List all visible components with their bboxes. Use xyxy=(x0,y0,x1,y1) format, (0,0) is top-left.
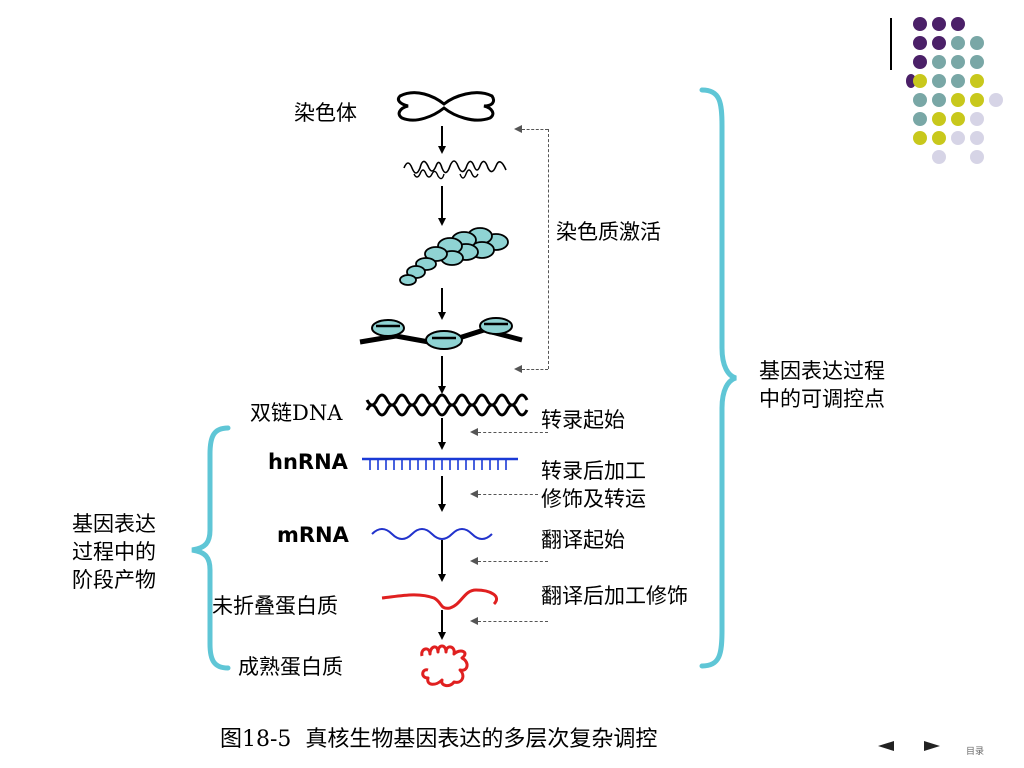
unfolded-protein-icon xyxy=(381,588,499,610)
dashed-connector xyxy=(522,369,548,370)
folded-protein-icon xyxy=(420,644,469,688)
mrna-strand-icon xyxy=(371,528,493,540)
menu-button-label: 目录 xyxy=(966,747,985,757)
pathway-arrow-shaft xyxy=(441,186,443,220)
dashed-arrow-head xyxy=(470,617,478,625)
dashed-arrow-head xyxy=(470,557,478,565)
menu-button[interactable]: 目录 xyxy=(966,739,996,757)
chromosome-icon xyxy=(396,91,496,122)
post-transcription-label-2: 修饰及转运 xyxy=(541,487,646,511)
prev-arrow-icon xyxy=(878,741,894,751)
pathway-arrow-shaft xyxy=(441,418,443,444)
dashed-connector xyxy=(478,494,538,495)
mrna-label: mRNA xyxy=(277,523,349,547)
translation-init-label: 翻译起始 xyxy=(541,528,625,552)
chromosome-label: 染色体 xyxy=(294,101,357,125)
chromatin-activation-label: 染色质激活 xyxy=(556,220,661,244)
pathway-arrow-head xyxy=(438,218,446,226)
pathway-arrow-head xyxy=(438,442,446,450)
chromatin-fiber-icon xyxy=(403,160,507,180)
pathway-arrow-head xyxy=(438,632,446,640)
hnrna-label: hnRNA xyxy=(268,450,348,474)
pathway-arrow-head xyxy=(438,146,446,154)
pathway-arrow-shaft xyxy=(441,610,443,634)
next-arrow-icon xyxy=(924,741,940,751)
dashed-vertical-connector xyxy=(548,129,549,369)
dashed-arrow-head xyxy=(514,125,522,133)
stage-products-label-2: 过程中的 xyxy=(72,540,156,564)
dashed-arrow-head xyxy=(514,365,522,373)
stage-products-label-3: 阶段产物 xyxy=(72,568,156,592)
dashed-connector xyxy=(478,621,548,622)
pathway-arrow-head xyxy=(438,312,446,320)
post-translation-label: 翻译后加工修饰 xyxy=(541,584,688,608)
hnrna-strand-icon xyxy=(362,457,518,470)
mature-protein-label: 成熟蛋白质 xyxy=(238,655,343,679)
post-transcription-label-1: 转录后加工 xyxy=(541,459,646,483)
pathway-arrow-shaft xyxy=(441,288,443,314)
right-brace xyxy=(699,87,737,669)
prev-slide-button[interactable] xyxy=(874,739,896,753)
pathway-arrow-shaft xyxy=(441,356,443,388)
transcription-init-label: 转录起始 xyxy=(541,408,625,432)
pathway-arrow-head xyxy=(438,574,446,582)
control-points-label-2: 中的可调控点 xyxy=(759,387,885,411)
stage-products-label-1: 基因表达 xyxy=(72,512,156,536)
pathway-arrow-shaft xyxy=(441,126,443,148)
dashed-arrow-head xyxy=(470,428,478,436)
pathway-arrow-head xyxy=(438,504,446,512)
pathway-arrow-shaft xyxy=(441,540,443,576)
left-brace xyxy=(191,425,231,671)
double-helix-icon xyxy=(365,393,529,417)
dashed-connector xyxy=(478,432,548,433)
unfolded-protein-label: 未折叠蛋白质 xyxy=(212,594,338,618)
open-nucleosome-icon xyxy=(359,317,523,350)
dashed-connector xyxy=(522,129,548,130)
dsdna-label: 双链DNA xyxy=(250,401,343,425)
dashed-arrow-head xyxy=(470,490,478,498)
nucleosome-cluster-icon xyxy=(399,227,509,286)
pathway-arrow-shaft xyxy=(441,476,443,506)
next-slide-button[interactable] xyxy=(922,739,944,753)
figure-caption: 图18-5 真核生物基因表达的多层次复杂调控 xyxy=(220,727,658,752)
pathway-arrow-head xyxy=(438,386,446,394)
control-points-label-1: 基因表达过程 xyxy=(759,359,885,383)
dashed-connector xyxy=(478,561,548,562)
